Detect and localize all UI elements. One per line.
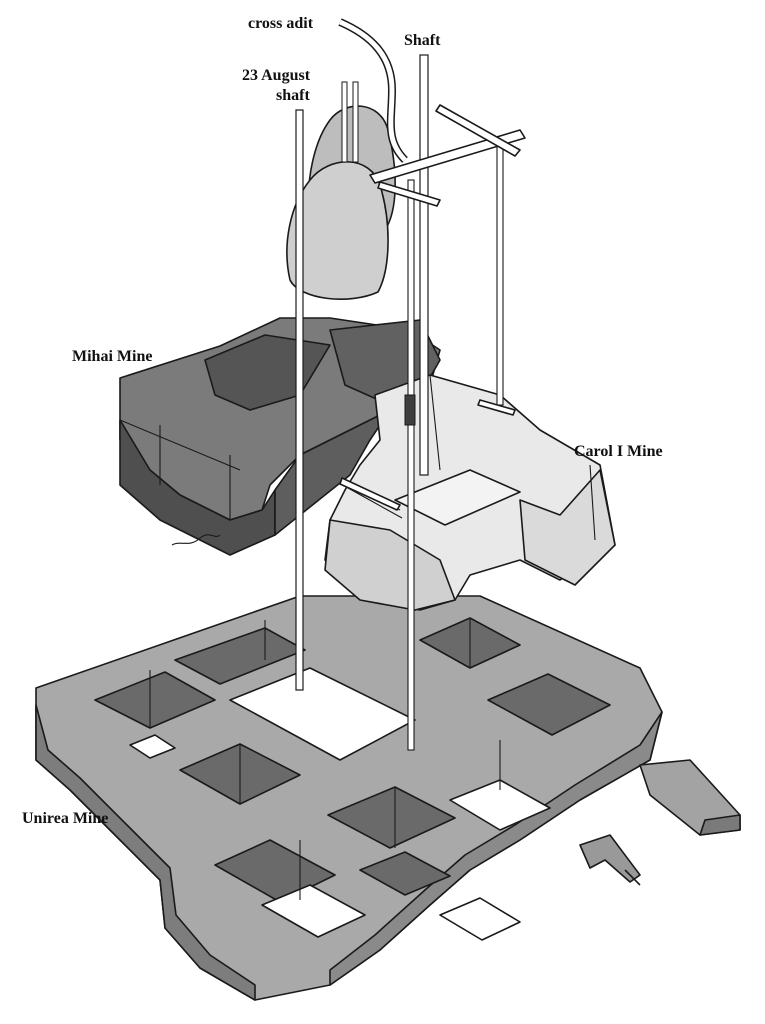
shaft-3 [496, 139, 504, 406]
cross-adit-inner [339, 19, 407, 162]
unirea-cell-1 [94, 671, 216, 729]
unirea-cell-8 [359, 851, 451, 896]
mihai-edge [119, 419, 241, 471]
cone-front [286, 161, 389, 300]
unirea-mine [35, 595, 741, 1001]
unirea-cell-4 [487, 673, 611, 736]
pipe-b [352, 81, 359, 163]
unirea-cell-open-2 [449, 779, 551, 831]
unirea-extension-side [699, 814, 741, 836]
label-august-2: shaft [276, 87, 310, 104]
label-carol: Carol I Mine [574, 443, 663, 460]
carol-edge [429, 374, 441, 471]
label-mihai: Mihai Mine [72, 348, 152, 365]
unirea-cell-open-5 [129, 734, 176, 759]
unirea-cell-6 [327, 786, 456, 849]
carol-front-left [324, 519, 456, 611]
label-cross-adit: cross adit [248, 15, 314, 32]
crossbar-5 [339, 477, 401, 511]
pipe-a [341, 81, 348, 163]
mihai-tail [171, 534, 221, 546]
unirea-cell-2 [174, 627, 306, 685]
carol-front-right [519, 469, 616, 586]
unirea-cell-open-4 [439, 897, 521, 941]
label-shaft: Shaft [404, 32, 441, 49]
mini-block [404, 394, 416, 426]
shaft-2 [407, 179, 415, 751]
unirea-cell-open-3 [261, 884, 366, 938]
labels: cross adit Shaft 23 August shaft Mihai M… [22, 15, 663, 827]
unirea-cell-open [229, 667, 416, 761]
carol-trough [394, 469, 521, 526]
august-shaft [295, 109, 304, 691]
crossbar-2 [435, 104, 521, 157]
carol-mine [324, 374, 616, 611]
crossbar-3 [377, 181, 441, 207]
carol-rail [347, 487, 403, 519]
label-august-1: 23 August [242, 67, 311, 84]
unirea-side-left [35, 704, 256, 1001]
unirea-pipe [624, 869, 641, 886]
shafts [295, 18, 526, 751]
crossbar-1 [369, 129, 526, 184]
crossbar-4 [477, 399, 516, 416]
label-unirea: Unirea Mine [22, 810, 108, 827]
carol-edge [589, 464, 596, 541]
ore-cones [286, 105, 396, 300]
main-shaft [419, 54, 429, 476]
